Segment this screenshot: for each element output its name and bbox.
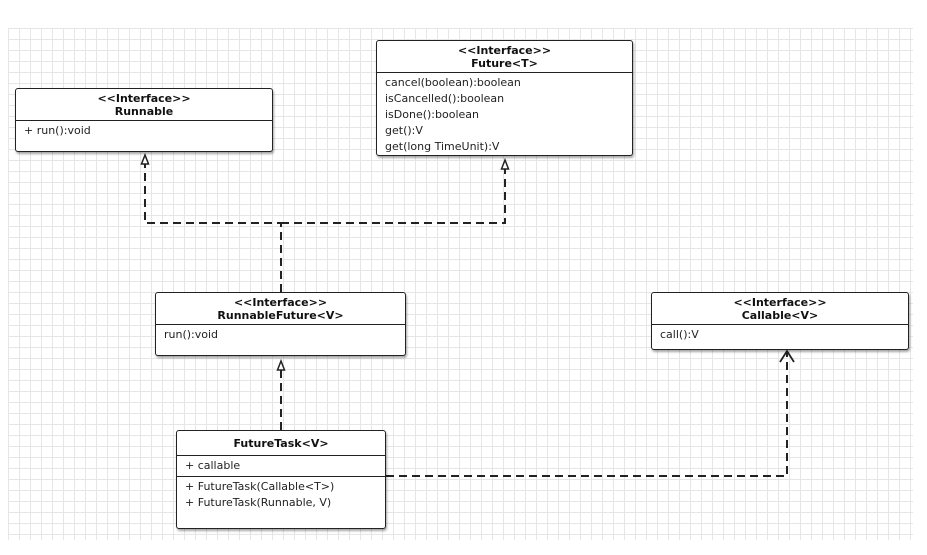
runnablefuture-to-future-connector [281, 167, 506, 224]
runnable-header: <<Interface>> Runnable [16, 89, 272, 121]
futuretask-to-callable-connector [386, 352, 788, 477]
futuretask-fields: + callable [177, 456, 385, 476]
runnable-interface-box[interactable]: <<Interface>> Runnable + run():void [15, 88, 273, 152]
runnablefuture-methods: run():void [156, 325, 405, 345]
futuretask-ctor-runnable: + FutureTask(Runnable, V) [185, 496, 332, 509]
future-method-get: get():V [385, 124, 423, 137]
future-header: <<Interface>> Future<T> [377, 41, 632, 73]
runnablefuture-stereotype: <<Interface>> [233, 296, 328, 309]
callable-name: Callable<V> [741, 309, 819, 322]
runnable-stereotype: <<Interface>> [97, 92, 191, 105]
runnable-name: Runnable [114, 105, 174, 118]
callable-method-call: call():V [660, 328, 699, 341]
future-method-get-timeout: get(long TimeUnit):V [385, 140, 500, 153]
futuretask-field-callable: + callable [185, 459, 241, 472]
futuretask-methods: + FutureTask(Callable<T>) + FutureTask(R… [177, 476, 385, 513]
callable-interface-box[interactable]: <<Interface>> Callable<V> call():V [651, 292, 909, 350]
runnablefuture-header: <<Interface>> RunnableFuture<V> [156, 293, 405, 325]
callable-stereotype: <<Interface>> [733, 296, 827, 309]
runnablefuture-interface-box[interactable]: <<Interface>> RunnableFuture<V> run():vo… [155, 292, 406, 356]
future-stereotype: <<Interface>> [457, 44, 552, 57]
futuretask-name: FutureTask<V> [233, 437, 329, 450]
futuretask-header: FutureTask<V> [177, 431, 385, 456]
future-interface-box[interactable]: <<Interface>> Future<T> cancel(boolean):… [376, 40, 633, 156]
runnablefuture-hollow-arrowhead [276, 358, 286, 371]
runnable-hollow-arrowhead [140, 152, 150, 165]
callable-header: <<Interface>> Callable<V> [652, 293, 908, 325]
runnablefuture-method-run: run():void [164, 328, 219, 341]
callable-open-arrowhead [779, 349, 795, 363]
runnable-method-run: + run():void [24, 124, 91, 137]
futuretask-ctor-callable: + FutureTask(Callable<T>) [185, 480, 335, 493]
future-method-cancel: cancel(boolean):boolean [385, 76, 521, 89]
future-name: Future<T> [471, 57, 538, 70]
callable-methods: call():V [652, 325, 908, 345]
runnablefuture-name: RunnableFuture<V> [217, 309, 344, 322]
future-hollow-arrowhead [500, 157, 510, 170]
future-methods: cancel(boolean):boolean isCancelled():bo… [377, 73, 632, 157]
futuretask-class-box[interactable]: FutureTask<V> + callable + FutureTask(Ca… [176, 430, 386, 529]
runnable-methods: + run():void [16, 121, 272, 141]
future-method-isdone: isDone():boolean [385, 108, 479, 121]
runnablefuture-to-runnable-connector [144, 162, 282, 292]
future-method-iscancelled: isCancelled():boolean [385, 92, 505, 105]
